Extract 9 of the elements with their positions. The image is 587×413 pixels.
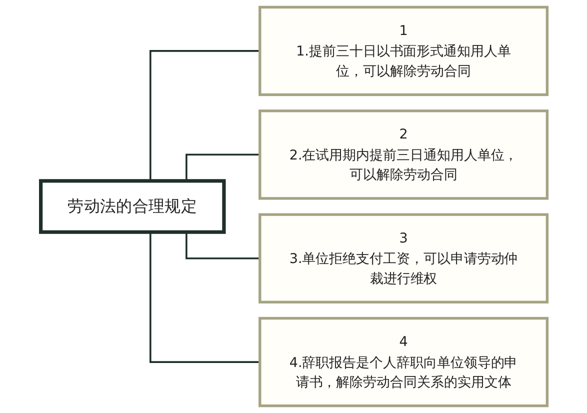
node-box: 3 3.单位拒绝支付工资，可以申请劳动仲裁进行维权 <box>258 213 548 304</box>
connector <box>185 232 260 260</box>
node-box: 4 4.辞职报告是个人辞职向单位领导的申请书，解除劳动合同关系的实用文体 <box>258 316 548 408</box>
connector <box>149 50 260 181</box>
node-box: 劳动法的合理规定 <box>38 179 226 234</box>
connector <box>149 232 260 363</box>
node-box: 1 1.提前三十日以书面形式通知用人单位，可以解除劳动合同 <box>258 6 548 96</box>
node-box: 2 2.在试用期内提前三日通知用人单位，可以解除劳动合同 <box>258 110 548 200</box>
connector <box>185 154 260 181</box>
